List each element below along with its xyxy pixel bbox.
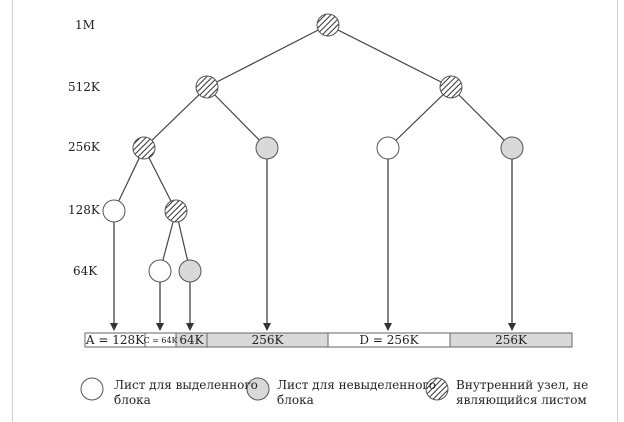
node-64k-1-allocated: [148, 259, 172, 283]
level-label-1m: 1M: [75, 18, 95, 32]
legend-internal-line2: являющийся листом: [456, 393, 587, 407]
node-1m-internal: [316, 13, 340, 37]
level-label-512k: 512K: [68, 80, 101, 94]
memory-label-c: C = 64K: [143, 336, 178, 345]
legend-free-line1: Лист для невыделенного: [277, 378, 436, 392]
memory-label-256k-2: 256K: [495, 333, 528, 347]
node-128k-2-internal: [164, 199, 188, 223]
node-64k-2-free: [178, 259, 202, 283]
node-512k-left-internal: [195, 75, 219, 99]
level-label-128k: 128K: [68, 203, 101, 217]
level-label-64k: 64K: [73, 264, 98, 278]
legend-internal-line1: Внутренний узел, не: [456, 378, 588, 392]
node-256k-3-allocated: [376, 136, 400, 160]
tree-edges: [113, 24, 513, 272]
node-256k-4-free: [500, 136, 524, 160]
legend-free-icon: [246, 377, 270, 401]
node-128k-1-allocated: [102, 199, 126, 223]
legend-allocated-line1: Лист для выделенного: [114, 378, 258, 392]
legend-allocated-icon: [80, 377, 104, 401]
memory-label-256k-1: 256K: [252, 333, 285, 347]
memory-bar: [84, 332, 573, 348]
diagram-frame: [12, 0, 618, 422]
legend-allocated-line2: блока: [114, 393, 151, 407]
memory-label-64k: 64K: [179, 333, 204, 347]
node-512k-right-internal: [439, 75, 463, 99]
memory-label-d: D = 256K: [359, 333, 419, 347]
allocation-arrows: [110, 159, 516, 331]
legend-free-line2: блока: [277, 393, 314, 407]
memory-label-a: A = 128K: [85, 333, 145, 347]
node-256k-1-internal: [132, 136, 156, 160]
node-256k-2-free: [255, 136, 279, 160]
level-label-256k: 256K: [68, 140, 101, 154]
memory-block-256k-free-2: [449, 332, 573, 348]
legend-internal-icon: [425, 377, 449, 401]
